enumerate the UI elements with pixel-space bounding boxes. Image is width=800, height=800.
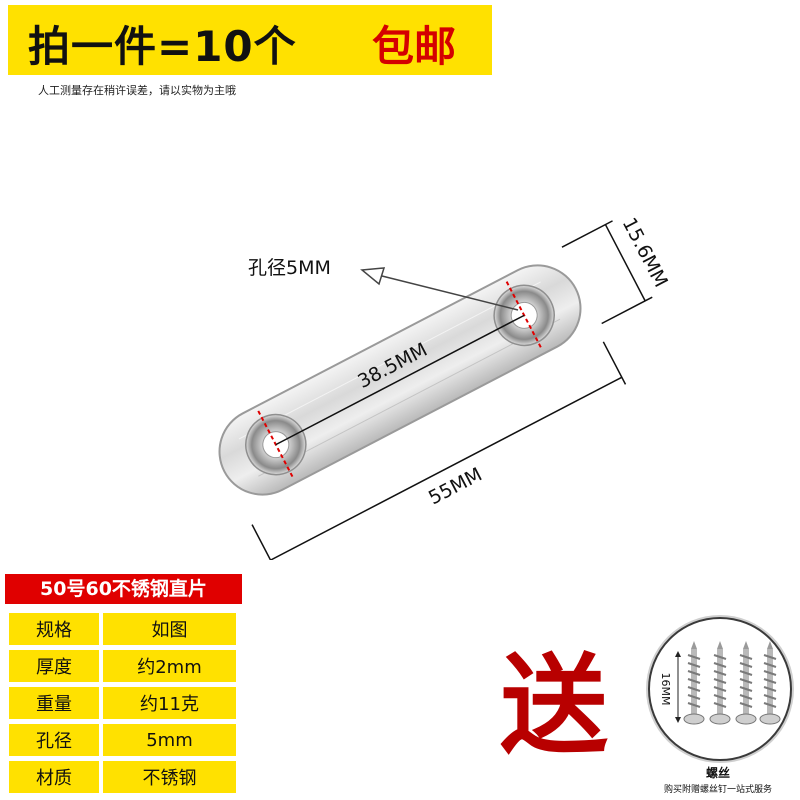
spec-value: 约2mm [103, 650, 236, 682]
length-dimension [270, 376, 623, 560]
screw-subcaption: 购买附赠螺丝钉一站式服务 [663, 785, 772, 795]
spec-value: 不锈钢 [103, 761, 236, 793]
table-row: 孔径 5mm [9, 724, 236, 756]
width-label: 15.6MM [618, 214, 672, 291]
spec-table: 规格 如图 厚度 约2mm 重量 约11克 孔径 5mm 材质 不锈钢 [5, 608, 240, 798]
arrow-head-icon [360, 267, 386, 286]
spec-key: 材质 [9, 761, 99, 793]
spec-key: 规格 [9, 613, 99, 645]
width-dimension [604, 224, 646, 302]
gift-label: 送 [500, 643, 609, 769]
spec-key: 孔径 [9, 724, 99, 756]
screw-badge: 16MM [648, 617, 792, 761]
product-diagram: 38.5MM 55MM 15.6MM 孔径5MM [218, 214, 672, 560]
spec-value: 如图 [103, 613, 236, 645]
length-label: 55MM [425, 464, 486, 510]
spec-value: 5mm [103, 724, 236, 756]
spec-title: 50号60不锈钢直片 [5, 574, 242, 604]
screw-caption: 螺丝 [705, 766, 730, 780]
table-row: 规格 如图 [9, 613, 236, 645]
screws-icon: 16MM [659, 641, 781, 725]
table-row: 材质 不锈钢 [9, 761, 236, 793]
free-shipping-label: 包邮 [372, 22, 457, 71]
table-row: 重量 约11克 [9, 687, 236, 719]
spec-value: 约11克 [103, 687, 236, 719]
promo-banner: 拍一件=10个 包邮 [8, 5, 492, 75]
measurement-note: 人工测量存在稍许误差，请以实物为主哦 [38, 84, 236, 97]
spec-key: 重量 [9, 687, 99, 719]
table-row: 厚度 约2mm [9, 650, 236, 682]
spacing-dimension [275, 314, 525, 446]
spec-key: 厚度 [9, 650, 99, 682]
hole-callout-line [381, 275, 519, 311]
hole-label: 孔径5MM [248, 257, 331, 279]
screw-length-label: 16MM [659, 673, 672, 706]
banner-text: 拍一件=10个 [28, 22, 297, 71]
